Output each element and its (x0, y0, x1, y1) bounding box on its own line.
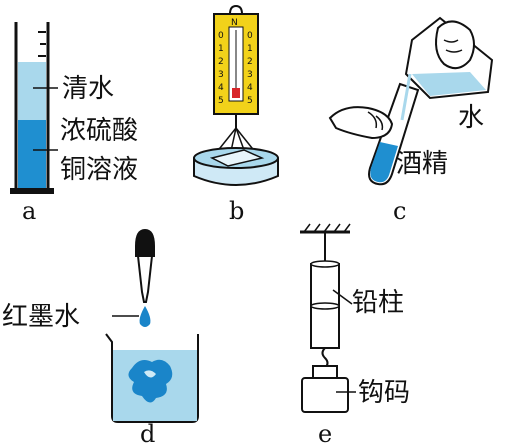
alcohol-liquid (370, 142, 398, 183)
svg-text:4: 4 (247, 83, 253, 93)
scale-hook-top (229, 4, 243, 15)
tag-c: c (393, 197, 406, 225)
figure-c: 水 酒精 c (328, 16, 494, 225)
label-red-ink: 红墨水 (2, 302, 80, 332)
figure-a: 清水 浓硫酸 铜溶液 a (10, 22, 138, 225)
svg-text:5: 5 (247, 96, 253, 106)
copper-sulfate-layer (18, 120, 46, 188)
hook-weight (301, 377, 349, 413)
lead-cylinder-upper (310, 263, 340, 307)
scale-numbers-right: 0 1 2 3 4 5 (247, 31, 253, 106)
tag-d: d (140, 420, 155, 446)
weight-top (312, 365, 338, 379)
label-concentrated-line1: 浓硫酸 (60, 116, 138, 146)
ink-diffusion (128, 359, 173, 403)
scale-numbers-left: 0 1 2 3 4 5 (218, 31, 224, 106)
beaker (105, 333, 199, 423)
dropper-tube (136, 255, 154, 303)
svg-text:1: 1 (247, 44, 253, 54)
tag-b: b (229, 197, 244, 225)
svg-text:2: 2 (247, 57, 253, 67)
figure-d: 红墨水 d (2, 228, 199, 446)
ink-drop (139, 306, 151, 327)
figure-b: N 0 1 2 3 4 5 0 1 2 3 4 5 b (193, 4, 279, 225)
cylinder-base (10, 188, 54, 194)
label-alcohol: 酒精 (396, 149, 448, 179)
svg-text:5: 5 (218, 96, 224, 106)
svg-text:3: 3 (247, 70, 253, 80)
lower-hand (328, 106, 394, 140)
scale-unit: N (231, 18, 238, 28)
svg-text:1: 1 (218, 44, 224, 54)
tag-e: e (318, 420, 332, 446)
svg-text:4: 4 (218, 83, 224, 93)
dropper-bulb (135, 228, 155, 257)
upper-hand (435, 20, 475, 70)
tag-a: a (22, 197, 36, 225)
label-hook-weight: 钩码 (358, 378, 410, 408)
pointer-lead (332, 289, 353, 305)
water-stream (400, 73, 412, 121)
scale-indicator (232, 88, 240, 98)
label-concentrated-line2: 铜溶液 (60, 155, 138, 185)
svg-text:3: 3 (218, 70, 224, 80)
lead-cylinder-lower (310, 305, 340, 349)
svg-text:0: 0 (247, 31, 253, 41)
svg-text:2: 2 (218, 57, 224, 67)
label-clear-water: 清水 (62, 74, 114, 104)
svg-text:0: 0 (218, 31, 224, 41)
label-water: 水 (458, 103, 484, 133)
clear-water-layer (18, 62, 46, 120)
label-lead-cylinders: 铅柱 (352, 288, 404, 318)
beaker-water (412, 72, 486, 96)
figure-e: 铅柱 钩码 e (300, 223, 410, 446)
